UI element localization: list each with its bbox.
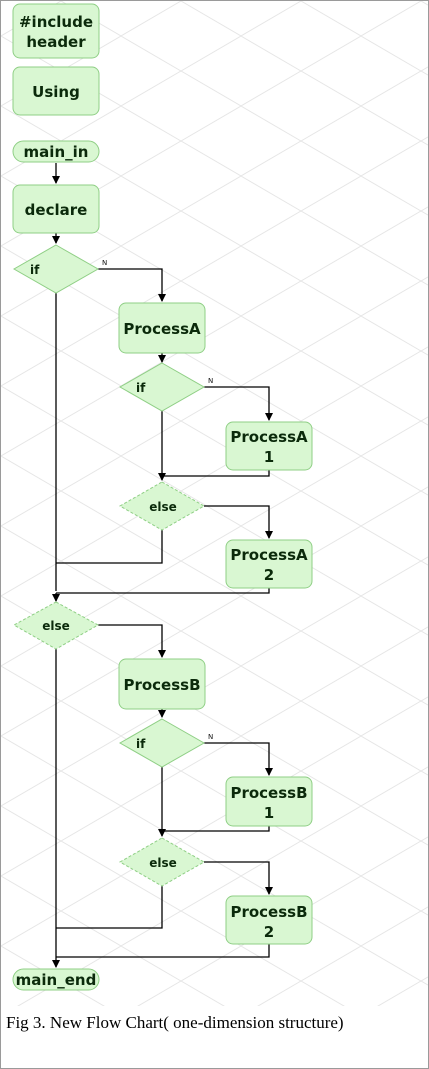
- node-processB1-line2: 1: [264, 804, 274, 822]
- node-else-3-label: else: [149, 856, 177, 870]
- edge-processA1-join: [162, 470, 270, 477]
- edge-else2-processA2: [204, 505, 273, 539]
- edge-if3-processB1: [204, 742, 273, 776]
- edge-processA2-join: [56, 588, 270, 594]
- edge-else1-processB: [98, 624, 166, 658]
- node-processA2-line1: ProcessA: [230, 546, 308, 564]
- node-if-2-label: if: [136, 381, 146, 395]
- node-include-line2: header: [26, 33, 86, 51]
- node-processA[interactable]: ProcessA: [118, 302, 206, 354]
- node-processA2[interactable]: ProcessA 2: [225, 539, 313, 589]
- node-if-3-label: if: [136, 737, 146, 751]
- node-processB1-line1: ProcessB: [230, 784, 307, 802]
- edge-processB2-join: [56, 944, 270, 958]
- node-else-2[interactable]: else: [118, 481, 206, 531]
- node-else-1[interactable]: else: [12, 601, 100, 650]
- node-main-in[interactable]: main_in: [12, 140, 100, 163]
- node-processB1[interactable]: ProcessB 1: [225, 776, 313, 827]
- node-declare-label: declare: [25, 201, 88, 219]
- node-include[interactable]: #include header: [12, 3, 100, 59]
- node-else-2-label: else: [149, 500, 177, 514]
- node-main-end[interactable]: main_end: [12, 968, 100, 991]
- node-if-1-label: if: [30, 263, 40, 277]
- node-if-1[interactable]: if: [12, 244, 100, 294]
- node-processB2-line1: ProcessB: [230, 903, 307, 921]
- figure-caption: Fig 3. New Flow Chart( one-dimension str…: [6, 1013, 344, 1032]
- node-processB2[interactable]: ProcessB 2: [225, 895, 313, 945]
- node-processA1-line1: ProcessA: [230, 428, 308, 446]
- background-grid: [1, 1, 428, 1006]
- branch-label-n: N: [102, 259, 107, 267]
- node-processA1-line2: 1: [264, 448, 274, 466]
- edge-if2-processA1: [204, 386, 273, 421]
- node-processB[interactable]: ProcessB: [118, 658, 206, 710]
- node-processA2-line2: 2: [264, 566, 274, 584]
- node-if-3[interactable]: if: [118, 718, 206, 768]
- node-if-2[interactable]: if: [118, 362, 206, 412]
- node-main-in-label: main_in: [24, 143, 89, 161]
- node-declare[interactable]: declare: [12, 184, 100, 234]
- node-main-end-label: main_end: [16, 971, 97, 989]
- node-using-label: Using: [32, 83, 80, 101]
- connectors: [52, 163, 273, 968]
- edge-if1-processA: [98, 268, 166, 302]
- node-processB-label: ProcessB: [123, 676, 200, 694]
- node-processB2-line2: 2: [264, 923, 274, 941]
- edge-else3-join: [56, 886, 163, 929]
- node-else-3[interactable]: else: [118, 837, 206, 887]
- branch-label-n: N: [208, 733, 213, 741]
- node-else-1-label: else: [42, 619, 70, 633]
- node-include-line1: #include: [19, 13, 93, 31]
- edge-else3-processB2: [204, 861, 273, 895]
- node-using[interactable]: Using: [12, 66, 100, 116]
- edge-processB1-join: [162, 826, 270, 832]
- node-processA1[interactable]: ProcessA 1: [225, 421, 313, 471]
- branch-label-n: N: [208, 377, 213, 385]
- node-processA-label: ProcessA: [123, 320, 201, 338]
- edge-else2-join: [56, 530, 163, 564]
